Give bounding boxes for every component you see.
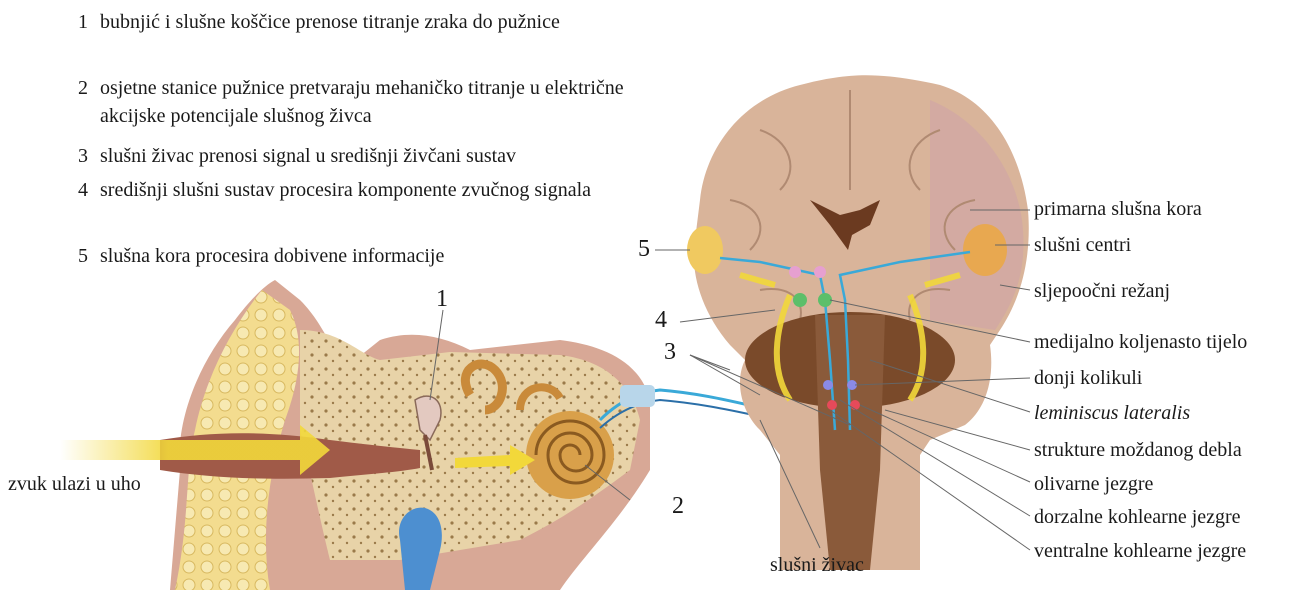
step-number: 5 [78,242,96,270]
label-inferior-colliculi: donji kolikuli [1034,366,1142,390]
label-auditory-centers: slušni centri [1034,233,1131,257]
label-auditory-nerve: slušni živac [770,553,864,577]
callout-3: 3 [664,340,676,364]
brain-section [687,75,1029,570]
label-olivary-nuclei: olivarne jezgre [1034,472,1153,496]
step-number: 3 [78,142,96,170]
step-text: bubnjić i slušne koščice prenose titranj… [100,8,610,36]
callout-2: 2 [672,494,684,518]
cochlea [526,411,614,499]
callout-1: 1 [436,287,448,311]
step-text: središnji slušni sustav procesira kompon… [100,176,630,204]
step-text: slušni živac prenosi signal u središnji … [100,142,660,170]
right-auditory-center [963,224,1007,276]
label-sound-in: zvuk ulazi u uho [8,472,141,496]
step-text: slušna kora procesira dobivene informaci… [100,242,620,270]
callout-4: 4 [655,308,667,332]
temporal-lobe-shade [930,100,1023,330]
label-lateral-lemniscus: leminiscus lateralis [1034,401,1190,425]
step-number: 2 [78,74,96,102]
label-dorsal-cochlear: dorzalne kohlearne jezgre [1034,505,1241,529]
label-temporal-lobe: sljepoočni režanj [1034,279,1170,303]
label-ventral-cochlear: ventralne kohlearne jezgre [1034,539,1246,563]
step-number: 1 [78,8,96,36]
step-text: osjetne stanice pužnice pretvaraju mehan… [100,74,630,130]
callout-5: 5 [638,237,650,261]
label-brainstem-structures: strukture moždanog debla [1034,438,1242,462]
step-number: 4 [78,176,96,204]
left-auditory-center [687,226,723,274]
label-primary-cortex: primarna slušna kora [1034,197,1202,221]
nerve-sheath [620,385,655,407]
label-medial-geniculate: medijalno koljenasto tijelo [1034,330,1247,354]
